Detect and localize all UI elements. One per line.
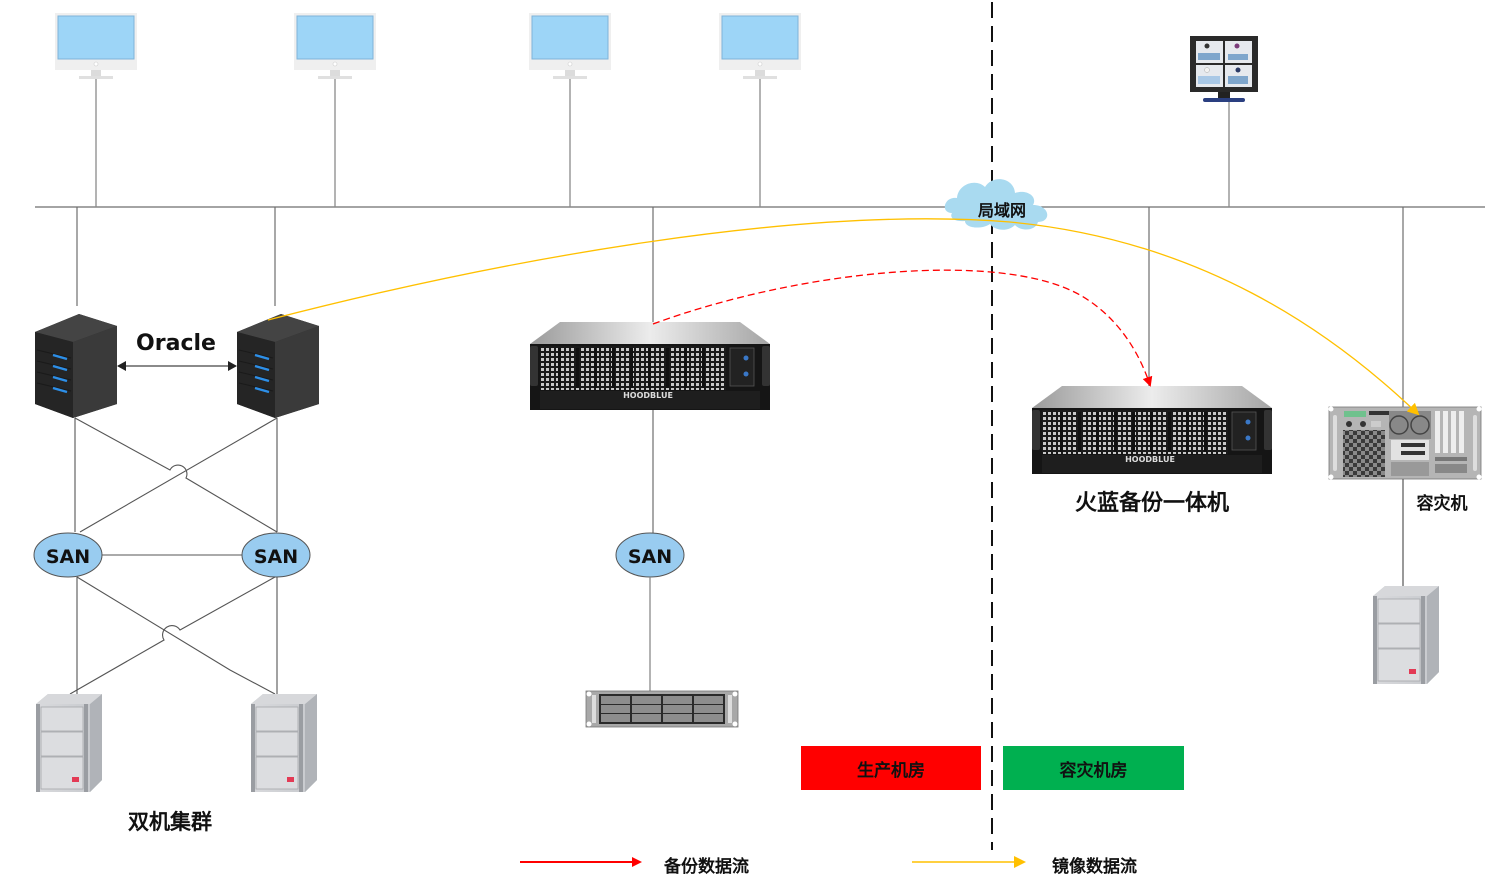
san-switch-3: SAN <box>615 532 685 578</box>
mirror-data-flow-arrow <box>267 218 1420 416</box>
oracle-label: Oracle <box>136 331 216 356</box>
server-drop-lines <box>76 207 1404 408</box>
client-monitor-icon <box>528 12 612 80</box>
dr-room-badge: 容灾机房 <box>1003 746 1184 790</box>
dr-storage-tower-icon <box>1372 585 1440 685</box>
client-drop-lines <box>95 79 1230 207</box>
san-label: SAN <box>46 546 90 568</box>
backup-appliance-label: 火蓝备份一体机 <box>1075 490 1229 516</box>
san-switch-1: SAN <box>33 532 103 578</box>
san-label: SAN <box>254 546 298 568</box>
dr-room-label: 容灾机房 <box>1059 760 1128 781</box>
dr-server-icon <box>1328 406 1482 480</box>
client-monitor-icon <box>293 12 377 80</box>
oracle-server-1-icon <box>33 312 119 420</box>
brand-label: HOODBLUE <box>1125 455 1175 464</box>
hoodblue-storage-server: HOODBLUE <box>529 321 771 411</box>
backup-data-flow-arrow <box>652 269 1153 387</box>
legend-mirror-label: 镜像数据流 <box>1052 857 1137 877</box>
cluster-storage-tower-1-icon <box>35 693 103 793</box>
production-room-label: 生产机房 <box>857 760 925 781</box>
surveillance-monitor-icon <box>1190 36 1258 102</box>
cluster-storage-tower-2-icon <box>250 693 318 793</box>
client-monitor-icon <box>718 12 802 80</box>
san-switch-2: SAN <box>241 532 311 578</box>
cluster-label: 双机集群 <box>128 810 212 834</box>
san-label: SAN <box>628 546 672 568</box>
oracle-server-2-icon <box>235 312 321 420</box>
disk-array-icon <box>585 690 739 728</box>
client-monitor-icon <box>54 12 138 80</box>
cluster-san-links <box>69 417 278 695</box>
brand-label: HOODBLUE <box>623 391 673 400</box>
legend-backup-label: 备份数据流 <box>664 857 749 877</box>
lan-cloud-icon <box>944 179 1048 230</box>
backup-appliance: HOODBLUE <box>1031 385 1273 475</box>
dr-server-label: 容灾机 <box>1417 493 1468 514</box>
lan-label: 局域网 <box>978 201 1026 220</box>
production-room-badge: 生产机房 <box>801 746 981 790</box>
